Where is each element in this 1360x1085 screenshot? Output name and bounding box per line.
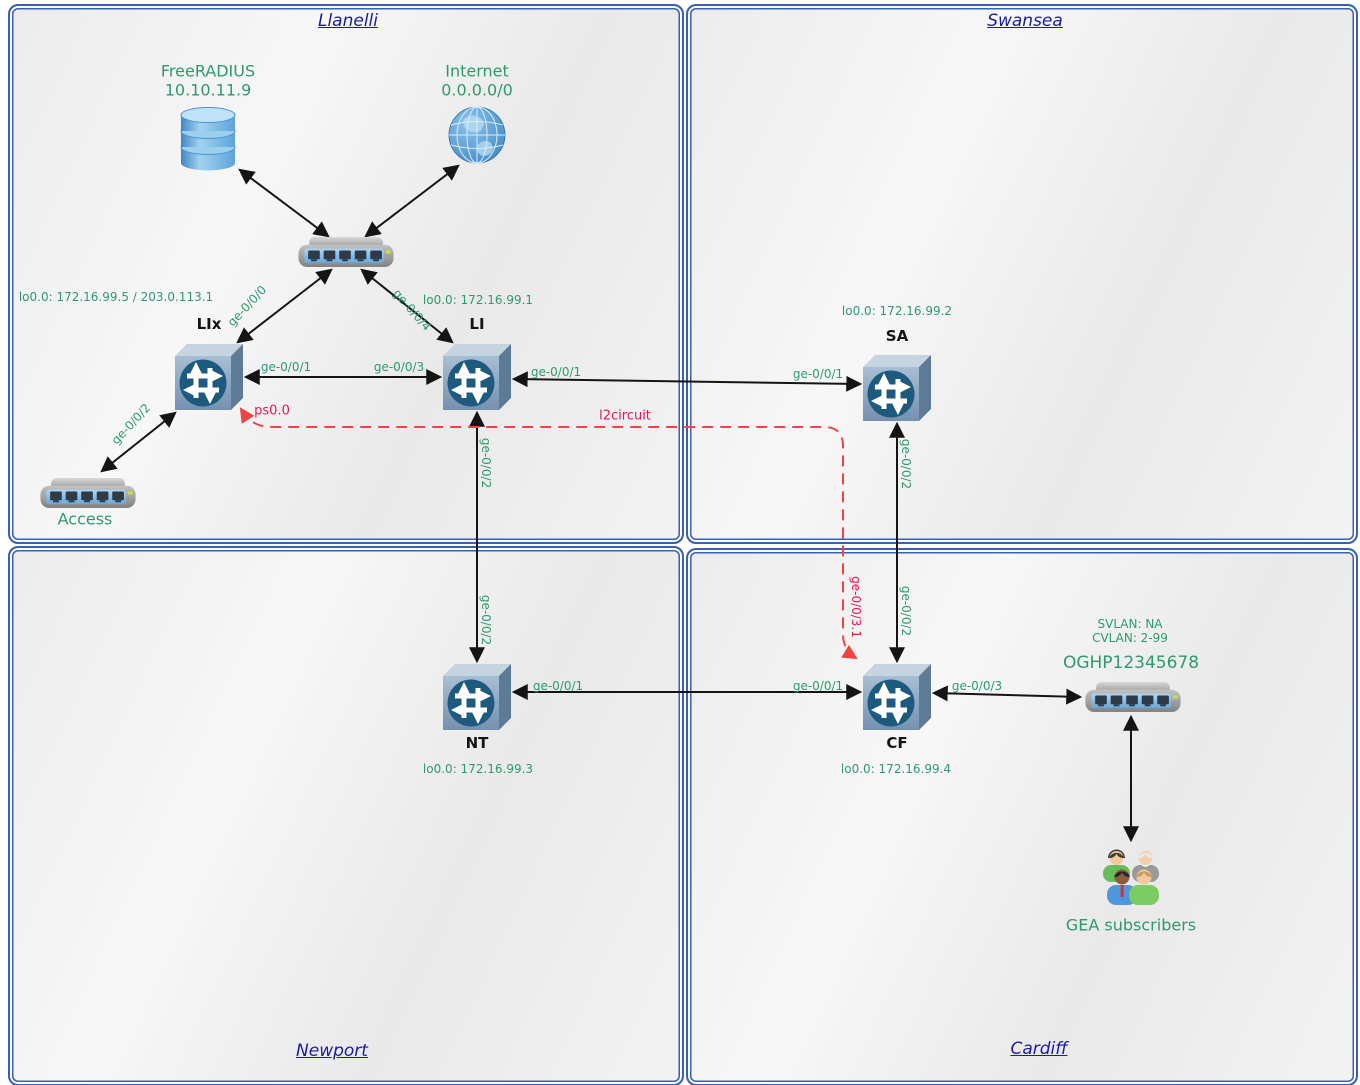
switch-icon — [1083, 681, 1183, 714]
internet-node — [447, 104, 507, 166]
region-title-swansea: Swansea — [987, 11, 1063, 31]
router-lix-node — [175, 344, 243, 410]
sa-loopback: lo0.0: 172.16.99.2 — [841, 304, 953, 318]
freeradius-node — [179, 106, 237, 172]
iface-ge003-li: ge-0/0/3 — [373, 360, 425, 374]
iface-ge002-sa-cf-lower: ge-0/0/2 — [899, 585, 913, 637]
access-switch-node — [38, 477, 138, 510]
oghp-svlan: SVLAN: NA — [1097, 617, 1163, 631]
router-icon — [863, 355, 931, 421]
region-newport — [8, 546, 684, 1085]
switch-icon — [38, 477, 138, 510]
iface-ge002-li-nt-upper: ge-0/0/2 — [479, 437, 493, 489]
oghp-cvlan: CVLAN: 2-99 — [1092, 631, 1168, 645]
iface-ge001-nt: ge-0/0/1 — [532, 679, 584, 693]
internet-label: Internet — [445, 61, 509, 81]
region-llanelli — [8, 4, 684, 544]
gea-subscribers-label: GEA subscribers — [1065, 915, 1197, 935]
core-switch-node — [296, 236, 396, 269]
iface-ge001-cf: ge-0/0/1 — [792, 679, 844, 693]
database-icon — [179, 106, 237, 172]
globe-icon — [447, 104, 507, 166]
li-loopback: lo0.0: 172.16.99.1 — [422, 293, 534, 307]
router-icon — [175, 344, 243, 410]
iface-ge001-li-sa: ge-0/0/1 — [530, 365, 582, 379]
oghp-switch-node — [1083, 681, 1183, 714]
region-title-newport: Newport — [296, 1041, 368, 1061]
iface-ge002-sa-cf-upper: ge-0/0/2 — [899, 438, 913, 490]
access-switch-label: Access — [57, 509, 113, 529]
oghp-switch-label: OGHP12345678 — [1062, 653, 1200, 673]
router-sa-node — [863, 355, 931, 421]
l2circuit-label: l2circuit — [599, 408, 651, 424]
router-icon — [443, 344, 511, 410]
iface-ge001-lix: ge-0/0/1 — [260, 360, 312, 374]
router-icon — [863, 664, 931, 730]
region-title-cardiff: Cardiff — [1010, 1039, 1068, 1059]
region-swansea — [686, 4, 1358, 544]
router-icon — [443, 664, 511, 730]
sa-label: SA — [885, 327, 909, 345]
freeradius-address: 10.10.11.9 — [164, 80, 252, 100]
freeradius-label: FreeRADIUS — [160, 61, 256, 81]
cf-label: CF — [886, 734, 908, 752]
lix-label: LIx — [196, 315, 222, 333]
region-title-llanelli: Llanelli — [317, 11, 379, 31]
iface-ge001-sa: ge-0/0/1 — [792, 367, 844, 381]
router-cf-node — [863, 664, 931, 730]
iface-ge0031-cf: ge-0/0/3.1 — [849, 576, 863, 638]
gea-subscribers-node — [1095, 843, 1167, 911]
cf-loopback: lo0.0: 172.16.99.4 — [840, 762, 952, 776]
nt-label: NT — [465, 734, 489, 752]
router-nt-node — [443, 664, 511, 730]
internet-address: 0.0.0.0/0 — [441, 80, 513, 100]
people-icon — [1095, 843, 1167, 911]
router-li-node — [443, 344, 511, 410]
iface-ps00-lix: ps0.0 — [254, 403, 290, 419]
nt-loopback: lo0.0: 172.16.99.3 — [422, 762, 534, 776]
region-cardiff — [686, 548, 1358, 1085]
li-label: LI — [469, 315, 485, 333]
lix-loopback: lo0.0: 172.16.99.5 / 203.0.113.1 — [18, 290, 214, 304]
iface-ge003-cf-oghp: ge-0/0/3 — [951, 679, 1003, 693]
switch-icon — [296, 236, 396, 269]
iface-ge002-li-nt-lower: ge-0/0/2 — [479, 594, 493, 646]
